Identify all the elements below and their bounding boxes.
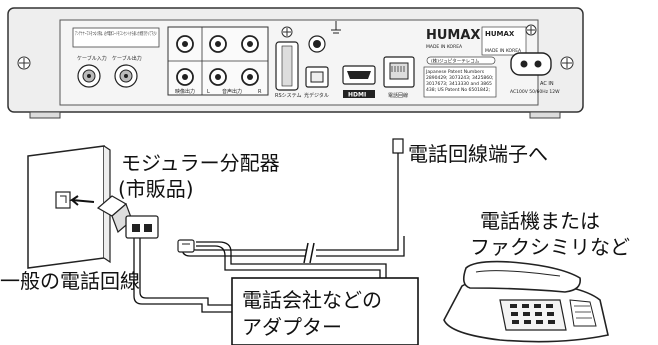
insert-arrow-icon bbox=[69, 195, 95, 206]
phone-fax-label-2: ファクシミリなど bbox=[470, 235, 630, 259]
audio-out-label: 音声出力 bbox=[222, 88, 242, 95]
patent-line-2: 2890429; 3073243; 3425860; bbox=[426, 75, 494, 81]
device-rear-panel: アンテナケーブルをつなぐ際は、必ず電源コードをコンセントから抜いた状態で行って下… bbox=[7, 7, 584, 119]
cable-out-label: ケーブル出力 bbox=[112, 55, 142, 62]
made-in-small: MADE IN KOREA bbox=[485, 48, 522, 54]
antenna-notice-text: アンテナケーブルをつなぐ際は、必ず電源コードをコンセントから抜いた状態で行って下… bbox=[75, 30, 157, 37]
system-port-label: RSシステム bbox=[275, 93, 302, 99]
adapter-label-2: アダプター bbox=[242, 315, 342, 339]
telephone-icon bbox=[443, 260, 609, 343]
to-phone-jack-label: 電話回線端子へ bbox=[408, 142, 548, 166]
wire-device-to-splitter bbox=[316, 230, 399, 251]
hdmi-port-label: HDMI bbox=[348, 92, 366, 99]
modular-splitter-note: (市販品) bbox=[118, 177, 194, 201]
brand-logo-small: HUMAX bbox=[485, 30, 515, 38]
patent-line-1: Japanese Patent Numbers bbox=[425, 69, 485, 75]
adapter-label-1: 電話会社などの bbox=[242, 288, 382, 312]
antenna-notice-box bbox=[72, 27, 160, 48]
wire-splitter-to-adapter-inner bbox=[139, 236, 232, 306]
ground-icon bbox=[331, 21, 341, 34]
device-foot-left bbox=[29, 111, 61, 119]
rca-jack-icon bbox=[176, 35, 259, 86]
audio-r-label: R bbox=[258, 89, 262, 95]
wall-jack-icon bbox=[55, 191, 71, 209]
wire-to-phone bbox=[196, 245, 381, 285]
modular-plug-icon bbox=[177, 239, 195, 253]
general-phone-line-label: 一般の電話回線 bbox=[0, 269, 140, 293]
cable-in-label: ケーブル入力 bbox=[77, 55, 107, 62]
wall-outlet bbox=[27, 145, 111, 269]
label-sticker bbox=[481, 26, 527, 56]
phone-fax-label-1: 電話機または bbox=[480, 209, 600, 233]
jcom-label: (株)ジュピターテレコム bbox=[431, 58, 480, 65]
ac-in-label: AC IN bbox=[540, 81, 554, 87]
phone-jack-marker-icon bbox=[392, 138, 404, 154]
video-out-label: 映像出力 bbox=[175, 88, 195, 95]
patent-box bbox=[423, 66, 497, 98]
patent-line-3: 3017673; 3413330 and 3865 bbox=[426, 81, 492, 87]
modular-splitter-icon bbox=[96, 195, 159, 239]
audio-l-label: L bbox=[207, 89, 210, 95]
optical-port-label: 光デジタル bbox=[304, 92, 329, 99]
modular-splitter-label: モジュラー分配器 bbox=[121, 151, 280, 175]
wire-splitter-to-adapter bbox=[133, 236, 232, 313]
brand-logo-main: HUMAX bbox=[426, 28, 480, 43]
device-foot-right bbox=[529, 111, 561, 119]
phone-line-port-label: 電話回線 bbox=[388, 92, 408, 99]
hdmi-logo bbox=[343, 90, 375, 98]
ac-inlet-icon bbox=[510, 52, 552, 76]
patent-line-4: 438; US Patent No 6501842; bbox=[426, 87, 490, 93]
wire-device-to-splitter-inner bbox=[316, 236, 405, 257]
jcom-label-box bbox=[426, 56, 496, 65]
ac-rating-label: AC100V 50/60Hz 12W bbox=[510, 89, 560, 95]
adapter-box bbox=[231, 277, 419, 345]
made-in-main: MADE IN KOREA bbox=[426, 44, 463, 50]
